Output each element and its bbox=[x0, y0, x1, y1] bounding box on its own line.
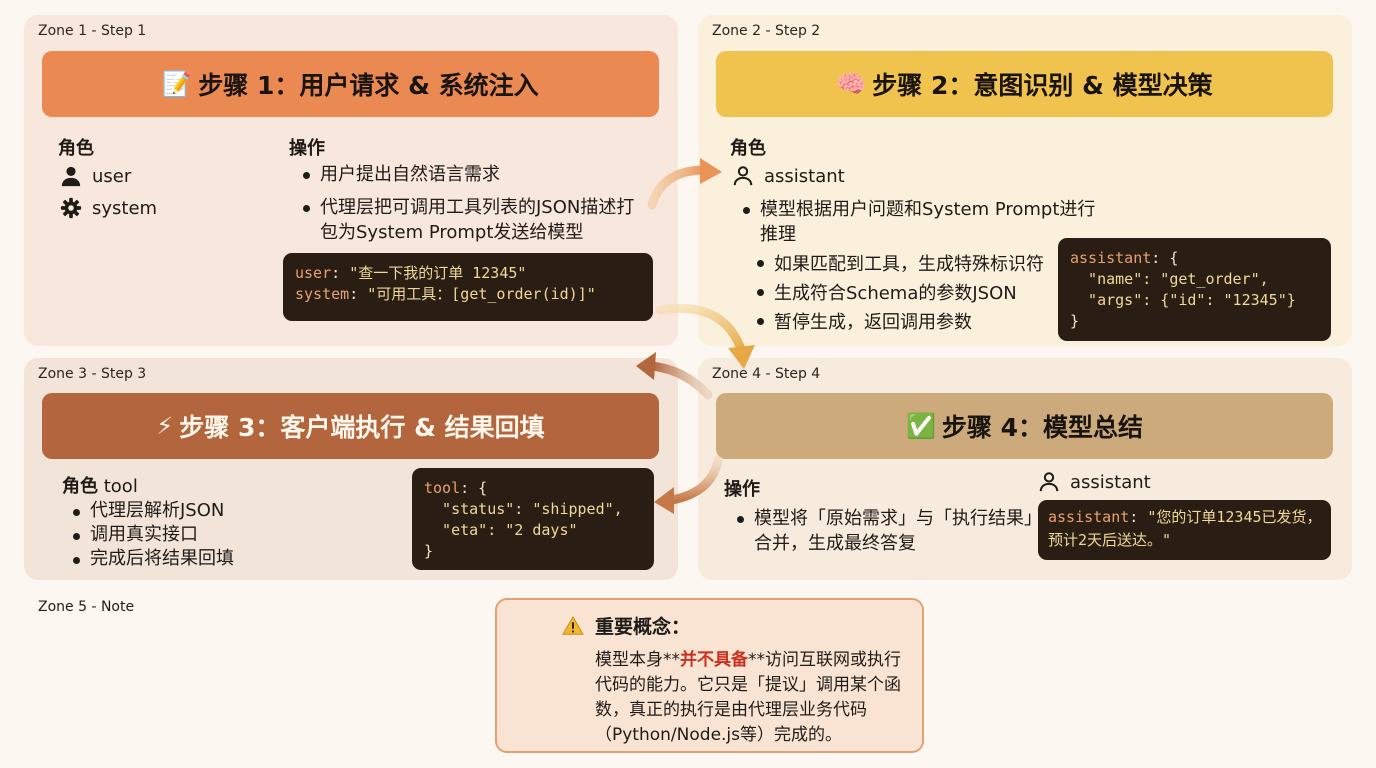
role-system: system bbox=[60, 197, 157, 219]
note-highlight: 并不具备 bbox=[680, 650, 748, 670]
list-item: 代理层解析JSON bbox=[70, 499, 370, 523]
list-item: 代理层把可调用工具列表的JSON描述打包为System Prompt发送给模型 bbox=[300, 195, 640, 245]
role-tool: 角色 tool bbox=[62, 472, 138, 498]
code-line: "name": "get_order", bbox=[1070, 270, 1269, 288]
code-block: user: "查一下我的订单 12345" system: "可用工具：[get… bbox=[283, 253, 653, 321]
zone-label: Zone 3 - Step 3 bbox=[38, 366, 147, 382]
code-line: "status": "shipped", bbox=[424, 500, 623, 518]
step-3-title: 步骤 3：客户端执行 & 结果回填 bbox=[179, 413, 545, 442]
note-body: 模型本身**并不具备**访问互联网或执行代码的能力。它只是「提议」调用某个函数，… bbox=[595, 648, 915, 748]
sub-points-list: 如果匹配到工具，生成特殊标识符 生成符合Schema的参数JSON 暂停生成，返… bbox=[754, 250, 1074, 337]
code-key: assistant bbox=[1070, 249, 1152, 267]
code-line: } bbox=[1070, 312, 1080, 330]
user-outline-icon bbox=[733, 166, 753, 186]
step-3-title-bar: ⚡ 步骤 3：客户端执行 & 结果回填 bbox=[42, 393, 659, 459]
note-title-text: 重要概念： bbox=[595, 616, 691, 638]
list-item: 模型根据用户问题和System Prompt进行推理 bbox=[740, 197, 1110, 247]
ops-header: 操作 bbox=[289, 138, 325, 159]
zone-step-2: Zone 2 - Step 2 🧠 步骤 2：意图识别 & 模型决策 角色 as… bbox=[698, 15, 1352, 346]
list-item: 调用真实接口 bbox=[70, 523, 370, 547]
ops-header: 操作 bbox=[724, 479, 760, 500]
code-key: system bbox=[295, 285, 350, 303]
list-item: 完成后将结果回填 bbox=[70, 547, 370, 571]
user-outline-icon bbox=[1039, 472, 1059, 492]
code-block: assistant: "您的订单12345已发货， 预计2天后送达。" bbox=[1038, 500, 1331, 560]
list-item: 如果匹配到工具，生成特殊标识符 bbox=[754, 250, 1074, 279]
step-2-title: 步骤 2：意图识别 & 模型决策 bbox=[872, 71, 1213, 100]
lightning-icon: ⚡ bbox=[156, 412, 174, 440]
memo-icon: 📝 bbox=[162, 70, 193, 98]
list-item: 用户提出自然语言需求 bbox=[300, 162, 640, 187]
roles-header: 角色 bbox=[62, 476, 98, 497]
roles-header: 角色 bbox=[730, 138, 766, 159]
ops-list: 模型将「原始需求」与「执行结果」合并，生成最终答复 bbox=[734, 506, 1046, 556]
check-icon: ✅ bbox=[906, 412, 936, 440]
code-value: "查一下我的订单 12345" bbox=[349, 264, 527, 282]
brain-icon: 🧠 bbox=[836, 70, 867, 98]
step-1-title: 步骤 1：用户请求 & 系统注入 bbox=[198, 71, 539, 100]
code-block: tool: { "status": "shipped", "eta": "2 d… bbox=[412, 468, 654, 570]
code-block: assistant: { "name": "get_order", "args"… bbox=[1058, 238, 1331, 341]
zone-label: Zone 1 - Step 1 bbox=[38, 23, 147, 39]
zone-step-4: Zone 4 - Step 4 ✅ 步骤 4：模型总结 操作 模型将「原始需求」… bbox=[698, 358, 1352, 580]
list-item: 生成符合Schema的参数JSON bbox=[754, 279, 1074, 308]
note-text: **访问互联网或执行代码的能力。它只是「提议」调用某个函数，真正的执行是由代理层… bbox=[595, 650, 901, 745]
zone-label: Zone 4 - Step 4 bbox=[712, 366, 821, 382]
zone-step-3: Zone 3 - Step 3 ⚡ 步骤 3：客户端执行 & 结果回填 角色 t… bbox=[24, 358, 678, 580]
list-item: 模型将「原始需求」与「执行结果」合并，生成最终答复 bbox=[734, 506, 1046, 556]
role-label: assistant bbox=[1070, 471, 1151, 493]
role-assistant: assistant bbox=[732, 165, 845, 187]
important-note: 重要概念： 模型本身**并不具备**访问互联网或执行代码的能力。它只是「提议」调… bbox=[495, 598, 924, 753]
role-assistant: assistant bbox=[1038, 471, 1151, 493]
code-key: user bbox=[295, 264, 332, 282]
roles-header: 角色 bbox=[58, 138, 94, 159]
code-value: "可用工具：[get_order(id)]" bbox=[367, 285, 596, 303]
code-value: "您的订单12345已发货， bbox=[1147, 508, 1322, 526]
code-line: } bbox=[424, 542, 434, 560]
list-item: 暂停生成，返回调用参数 bbox=[754, 308, 1074, 337]
warning-icon bbox=[562, 615, 584, 635]
code-line: : { bbox=[460, 479, 488, 497]
step-1-title-bar: 📝 步骤 1：用户请求 & 系统注入 bbox=[42, 51, 659, 117]
step-4-title-bar: ✅ 步骤 4：模型总结 bbox=[716, 393, 1333, 459]
code-key: tool bbox=[424, 479, 461, 497]
role-label: tool bbox=[103, 476, 138, 497]
gear-icon bbox=[60, 197, 82, 219]
ops-list: 用户提出自然语言需求 代理层把可调用工具列表的JSON描述打包为System P… bbox=[300, 162, 640, 245]
role-user: user bbox=[60, 165, 131, 187]
code-key: assistant bbox=[1048, 508, 1130, 526]
user-icon bbox=[61, 166, 81, 187]
code-line: : { bbox=[1151, 249, 1179, 267]
code-line: "args": {"id": "12345"} bbox=[1070, 291, 1296, 309]
role-label: assistant bbox=[764, 165, 845, 187]
note-text: 模型本身** bbox=[595, 650, 680, 670]
role-label: user bbox=[92, 165, 132, 187]
step-2-title-bar: 🧠 步骤 2：意图识别 & 模型决策 bbox=[716, 51, 1333, 117]
code-value: 预计2天后送达。" bbox=[1048, 531, 1172, 549]
zone-label: Zone 5 - Note bbox=[38, 599, 135, 615]
role-label: system bbox=[92, 197, 158, 219]
zone-label: Zone 2 - Step 2 bbox=[712, 23, 821, 39]
reasoning-list: 模型根据用户问题和System Prompt进行推理 bbox=[740, 197, 1110, 247]
ops-list: 代理层解析JSON 调用真实接口 完成后将结果回填 bbox=[70, 499, 370, 571]
step-4-title: 步骤 4：模型总结 bbox=[941, 413, 1143, 442]
note-title: 重要概念： bbox=[561, 612, 690, 639]
code-line: "eta": "2 days" bbox=[424, 521, 578, 539]
zone-step-1: Zone 1 - Step 1 📝 步骤 1：用户请求 & 系统注入 角色 us… bbox=[24, 15, 678, 346]
